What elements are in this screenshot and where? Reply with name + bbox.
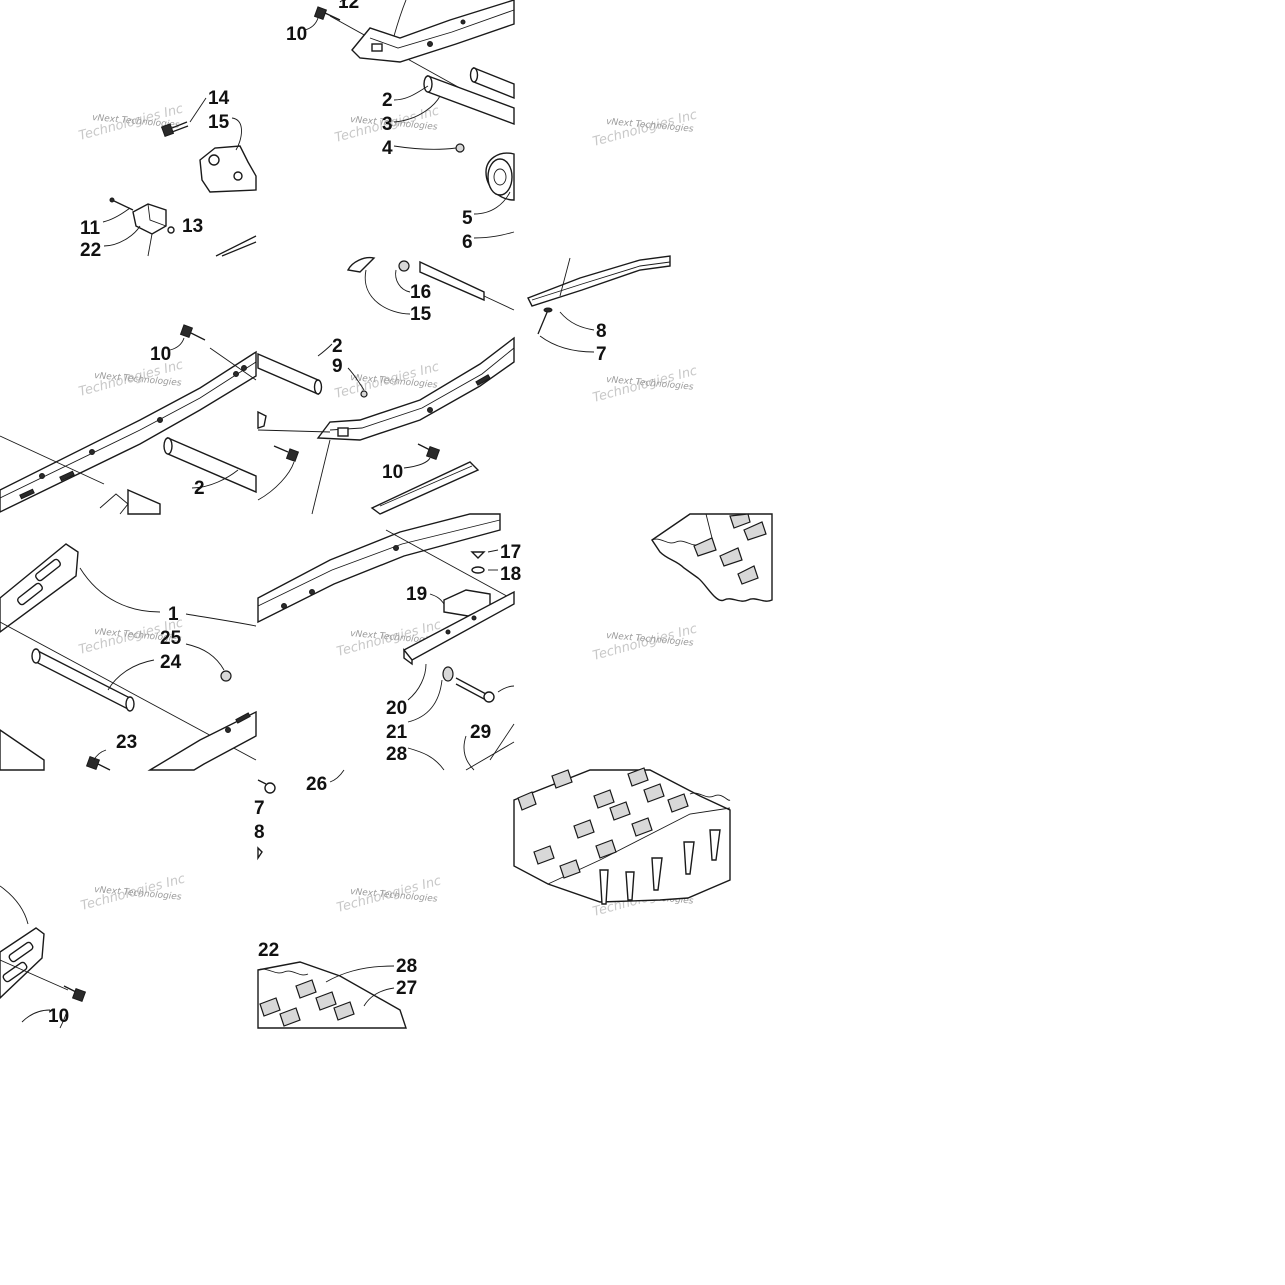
callout-12: 22 — [80, 240, 101, 261]
callout-3: 3 — [382, 114, 393, 135]
callout-8: 8 — [254, 822, 265, 843]
rail-part-left — [0, 350, 257, 513]
callout-25: 25 — [160, 628, 182, 649]
callout-labels: 12 10 14 15 2 3 4 5 6 11 13 22 16 15 8 7… — [48, 0, 607, 1027]
callout-13: 13 — [182, 216, 203, 237]
tile-middle-center — [257, 256, 515, 515]
bolt-part-10 — [417, 443, 441, 461]
bolt-part-10 — [63, 985, 87, 1003]
callout-28: 28 — [386, 744, 407, 765]
tile-lower-left — [0, 543, 257, 771]
callout-10: 10 — [48, 1006, 69, 1027]
callout-26: 26 — [306, 774, 327, 795]
callout-12: 12 — [338, 0, 359, 13]
callout-15: 15 — [410, 304, 432, 325]
callout-6: 6 — [462, 232, 473, 253]
tile-top-left — [102, 97, 257, 257]
bolt-part-14 — [160, 121, 189, 138]
callout-19: 19 — [406, 584, 427, 605]
tile-lower-center — [257, 513, 515, 771]
callout-10: 10 — [150, 344, 171, 365]
screw-part-17 — [470, 551, 486, 559]
slide-part-8 — [527, 255, 671, 307]
bolt-part-10 — [273, 445, 300, 463]
tile-middle-left — [0, 324, 257, 515]
callout-23: 23 — [116, 732, 137, 753]
rail-holes — [19, 365, 247, 500]
callout-24: 24 — [160, 652, 182, 673]
callout-2: 2 — [382, 90, 393, 111]
callout-7: 7 — [254, 798, 265, 819]
callout-1: 1 — [168, 604, 179, 625]
washer-part-18 — [471, 566, 485, 574]
callout-7: 7 — [596, 344, 607, 365]
bolt-part-23 — [85, 755, 111, 771]
bolt-part-10 — [313, 6, 341, 21]
track-part-28 — [513, 769, 731, 903]
callout-17: 17 — [500, 542, 521, 563]
callout-2: 2 — [194, 478, 205, 499]
tile-bottom-right — [513, 767, 731, 905]
bolt-part-22 — [455, 677, 495, 703]
washer-part-21 — [442, 666, 454, 682]
tile-top-middle — [304, 0, 515, 239]
tile-lower-right — [651, 513, 773, 602]
rail-part-front — [351, 0, 515, 63]
callout-28: 28 — [396, 956, 417, 977]
shaft-part-2 — [257, 352, 319, 396]
callout-18: 18 — [500, 564, 521, 585]
callout-20: 20 — [386, 698, 407, 719]
bolt-part-26 — [257, 779, 276, 794]
bolt-part-10 — [179, 324, 206, 341]
callout-10: 10 — [286, 24, 307, 45]
callout-4: 4 — [382, 138, 393, 159]
callout-9: 9 — [332, 356, 343, 377]
callout-15: 15 — [208, 112, 230, 133]
callout-11: 11 — [80, 218, 101, 239]
callout-21: 21 — [386, 722, 408, 743]
callout-14: 14 — [208, 88, 230, 109]
rail-part-center-rear — [257, 513, 501, 624]
tile-bottom-center — [257, 769, 407, 1029]
bracket-part-15 — [199, 145, 257, 193]
tile-bottom-left — [0, 885, 87, 1029]
callout-2: 2 — [332, 336, 343, 357]
callout-8: 8 — [596, 321, 607, 342]
callout-10: 10 — [382, 462, 403, 483]
track-cleats — [517, 767, 689, 879]
callout-16: 16 — [410, 282, 431, 303]
track-lugs — [599, 829, 721, 905]
callout-22: 22 — [258, 940, 279, 961]
callout-27: 27 — [396, 978, 417, 999]
screw-part-7 — [537, 307, 553, 335]
tile-middle-right — [527, 255, 671, 353]
callout-29: 29 — [470, 722, 491, 743]
callout-5: 5 — [462, 208, 473, 229]
